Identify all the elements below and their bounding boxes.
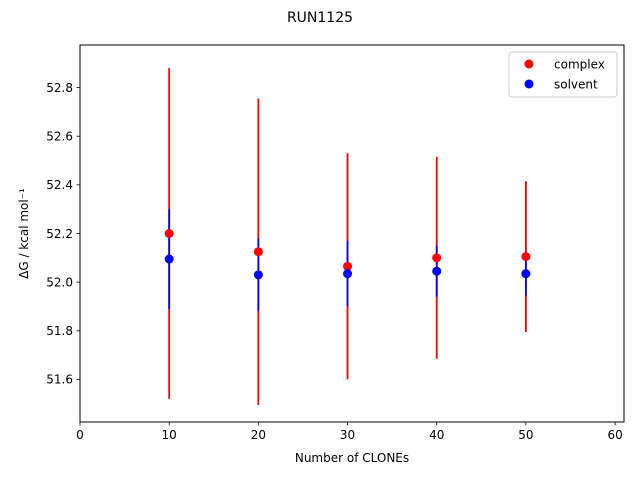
x-axis-label: Number of CLONEs <box>295 451 409 465</box>
complex-point <box>343 261 353 271</box>
legend-label-complex: complex <box>554 57 605 71</box>
chart-title: RUN1125 <box>287 10 353 26</box>
legend-label-solvent: solvent <box>554 77 598 91</box>
y-tick-label: 52.2 <box>46 227 73 241</box>
complex-point <box>432 253 442 263</box>
x-tick-label: 60 <box>607 428 622 442</box>
solvent-point <box>343 269 353 279</box>
y-tick-label: 51.8 <box>46 324 73 338</box>
y-tick-label: 52.4 <box>46 178 73 192</box>
x-tick-label: 10 <box>162 428 177 442</box>
legend-marker-complex <box>524 59 534 69</box>
plot-frame <box>79 44 625 423</box>
solvent-point <box>164 254 174 264</box>
x-tick-label: 50 <box>518 428 533 442</box>
legend-marker-solvent <box>524 79 534 89</box>
y-axis-label: ΔG / kcal mol⁻¹ <box>17 188 31 279</box>
y-tick-label: 52.0 <box>46 275 73 289</box>
x-tick-label: 40 <box>429 428 444 442</box>
y-tick-label: 51.6 <box>46 373 73 387</box>
solvent-point <box>253 270 263 280</box>
x-axis-ticks: 0 10 20 30 40 50 60 <box>76 422 623 442</box>
x-tick-label: 20 <box>251 428 266 442</box>
complex-point <box>164 229 174 238</box>
legend-frame <box>508 51 618 98</box>
y-axis-ticks: 51.6 51.8 52.0 52.2 52.4 52.6 52.8 <box>46 81 80 387</box>
data-points <box>164 229 531 280</box>
x-tick-label: 0 <box>76 428 84 442</box>
x-tick-label: 30 <box>340 428 355 442</box>
complex-point <box>521 252 531 262</box>
legend: complex solvent <box>508 51 618 98</box>
solvent-point <box>432 266 442 276</box>
solvent-point <box>521 269 531 279</box>
complex-point <box>253 247 263 257</box>
y-tick-label: 52.8 <box>46 81 73 95</box>
y-tick-label: 52.6 <box>46 130 73 144</box>
error-bars <box>168 68 527 405</box>
